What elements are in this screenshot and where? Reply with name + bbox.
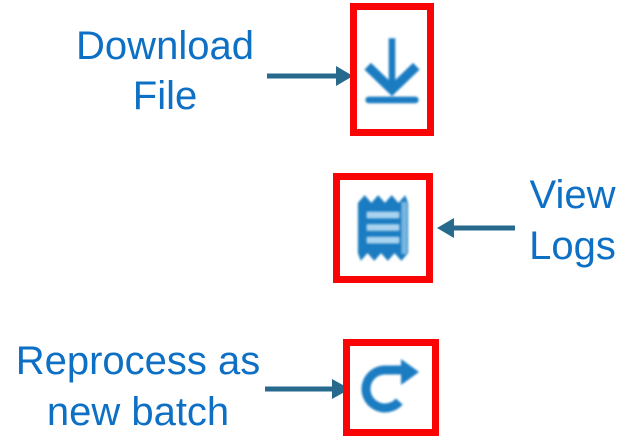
arrow-to-view-logs-icon (437, 218, 515, 238)
download-file-label-line1: Download (76, 24, 254, 68)
arrow-to-reprocess-icon (265, 379, 350, 399)
download-icon[interactable] (363, 32, 421, 108)
view-logs-label-line2: Logs (529, 224, 616, 268)
receipt-icon[interactable] (355, 192, 411, 264)
download-file-label: Download File (35, 21, 295, 121)
download-file-label-line2: File (132, 74, 198, 118)
reprocess-label: Reprocess as new batch (5, 336, 271, 438)
view-logs-label: View Logs (505, 170, 630, 272)
download-icon-highlight-box (350, 3, 434, 136)
view-logs-icon-highlight-box (333, 173, 433, 283)
arrow-to-download-icon (267, 66, 353, 86)
reprocess-label-line2: new batch (46, 390, 230, 434)
reprocess-icon-highlight-box (343, 339, 439, 436)
view-logs-label-line1: View (529, 173, 616, 217)
refresh-icon[interactable] (360, 358, 422, 418)
reprocess-label-line1: Reprocess as (15, 339, 261, 383)
